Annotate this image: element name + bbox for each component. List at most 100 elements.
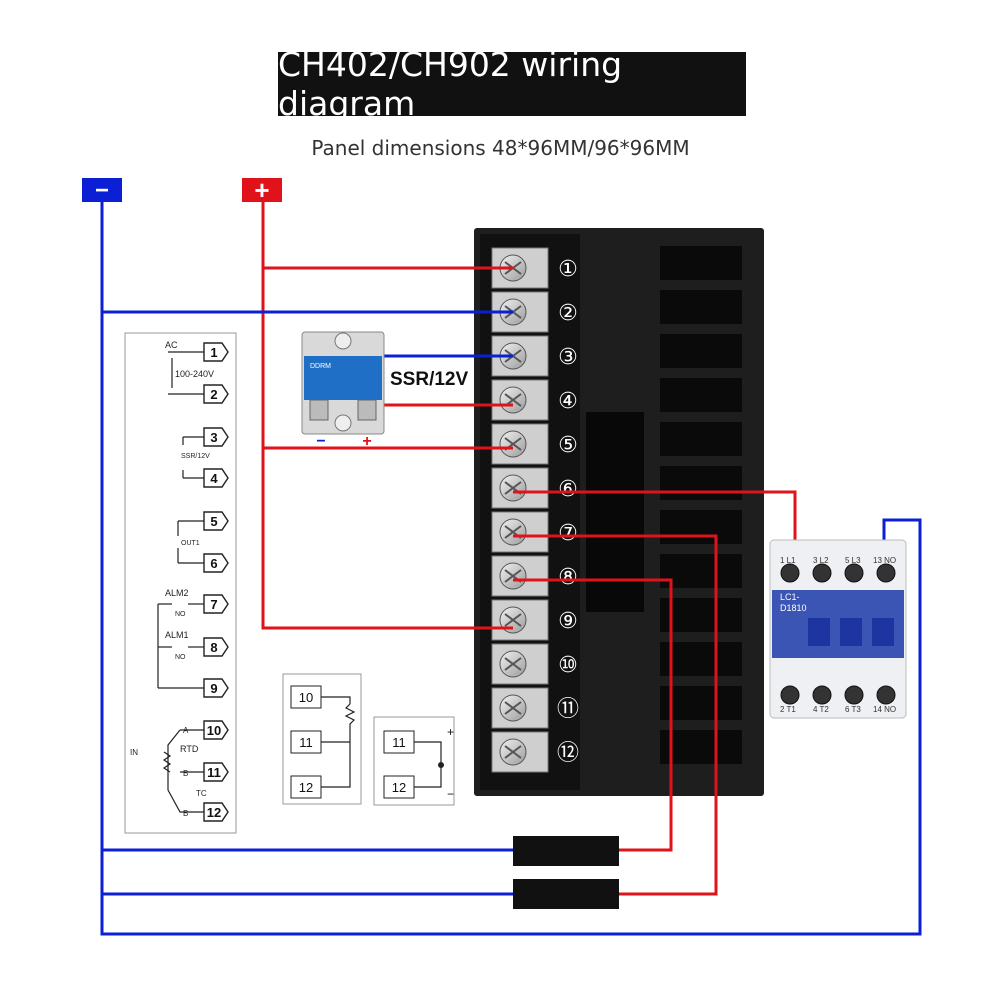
svg-text:−: − — [95, 177, 109, 204]
rear-slot — [660, 422, 742, 456]
svg-text:LC1-: LC1- — [780, 592, 800, 602]
svg-text:3: 3 — [210, 430, 217, 445]
terminal-9: ⑨ — [491, 599, 578, 641]
terminal-number: ② — [558, 301, 578, 326]
svg-text:DDRM: DDRM — [310, 363, 331, 370]
svg-text:11: 11 — [299, 735, 313, 750]
svg-text:1 L1: 1 L1 — [780, 556, 796, 565]
panel-dimensions-subtitle: Panel dimensions 48*96MM/96*96MM — [311, 136, 690, 160]
svg-text:OUT1: OUT1 — [181, 540, 200, 547]
svg-text:RTD: RTD — [180, 744, 199, 754]
svg-text:2 T1: 2 T1 — [780, 705, 796, 714]
svg-text:A: A — [183, 726, 189, 735]
terminal-number: ⑧ — [558, 565, 578, 590]
terminal-block: ① ② ③ ④ ⑤ ⑥ ⑦ ⑧ ⑨ ⑩ ⑪ ⑫ — [491, 247, 579, 773]
terminal-number: ⑪ — [557, 697, 579, 722]
schematic-terminal-5: 5 — [203, 511, 229, 531]
rear-slot — [660, 378, 742, 412]
rear-slot — [660, 686, 742, 720]
ssr-label: SSR/12V — [390, 369, 468, 390]
terminal-number: ⑨ — [558, 609, 578, 634]
terminal-number: ③ — [558, 345, 578, 370]
schematic-terminal-11: 11 — [203, 762, 229, 782]
rtd-wiring-box: 10 11 12 — [282, 673, 362, 805]
svg-text:11: 11 — [207, 765, 221, 780]
svg-text:12: 12 — [207, 805, 221, 820]
ssr-plus-label: + — [362, 433, 371, 450]
svg-text:1: 1 — [210, 345, 217, 360]
svg-text:5 L3: 5 L3 — [845, 556, 861, 565]
svg-text:14 NO: 14 NO — [873, 705, 896, 714]
contactor: LC1- D1810 1 L1 3 L2 5 L3 13 NO 2 T1 4 T… — [769, 539, 907, 719]
svg-text:SSR/12V: SSR/12V — [181, 453, 210, 460]
rear-slot — [660, 246, 742, 280]
svg-text:7: 7 — [210, 597, 217, 612]
terminal-12: ⑫ — [491, 731, 579, 773]
schematic-terminal-9: 9 — [203, 678, 229, 698]
rear-slot — [660, 554, 742, 588]
cable-sleeve — [513, 836, 619, 866]
schematic-terminal-1: 1 — [203, 342, 229, 362]
rear-slot — [660, 334, 742, 368]
negative-supply-tag: − — [82, 177, 122, 204]
svg-text:−: − — [447, 787, 454, 801]
svg-text:5: 5 — [210, 514, 217, 529]
svg-text:100-240V: 100-240V — [175, 369, 214, 379]
terminal-7: ⑦ — [491, 511, 578, 553]
terminal-1: ① — [491, 247, 578, 289]
terminal-11: ⑪ — [491, 687, 579, 729]
svg-text:8: 8 — [210, 640, 217, 655]
svg-text:NO: NO — [175, 611, 186, 618]
terminal-number: ① — [558, 257, 578, 282]
svg-text:AC: AC — [165, 340, 178, 350]
svg-text:ALM1: ALM1 — [165, 630, 189, 640]
schematic-terminal-3: 3 — [203, 427, 229, 447]
svg-text:11: 11 — [392, 735, 406, 750]
terminal-number: ⑥ — [558, 477, 578, 502]
svg-text:13 NO: 13 NO — [873, 556, 896, 565]
svg-text:IN: IN — [130, 748, 138, 757]
svg-text:+: + — [254, 175, 269, 205]
schematic-terminal-2: 2 — [203, 384, 229, 404]
terminal-number: ④ — [558, 389, 578, 414]
ssr-minus-label: − — [316, 433, 325, 450]
solid-state-relay: DDRM − + — [301, 331, 385, 450]
terminal-10: ⑩ — [491, 643, 578, 685]
svg-text:4: 4 — [210, 471, 218, 486]
terminal-8: ⑧ — [491, 555, 578, 597]
svg-text:ALM2: ALM2 — [165, 588, 189, 598]
positive-supply-tag: + — [242, 175, 282, 205]
svg-text:B: B — [183, 769, 188, 778]
diagram-title: CH402/CH902 wiring diagram — [278, 45, 746, 123]
terminal-6: ⑥ — [491, 467, 578, 509]
svg-text:6 T3: 6 T3 — [845, 705, 861, 714]
rear-slot — [660, 642, 742, 676]
terminal-number: ⑤ — [558, 433, 578, 458]
schematic-terminal-7: 7 — [203, 594, 229, 614]
schematic-terminal-8: 8 — [203, 637, 229, 657]
terminal-5: ⑤ — [491, 423, 578, 465]
svg-text:B: B — [183, 809, 188, 818]
rear-slot — [660, 510, 742, 544]
schematic-terminal-6: 6 — [203, 553, 229, 573]
svg-text:10: 10 — [299, 690, 313, 705]
rear-slot — [660, 730, 742, 764]
tc-wiring-box: 11 12 + − — [373, 716, 455, 806]
svg-text:3 L2: 3 L2 — [813, 556, 829, 565]
terminal-number: ⑦ — [558, 521, 578, 546]
terminal-number: ⑫ — [557, 741, 579, 766]
negative-wires — [100, 202, 922, 936]
schematic-terminal-12: 12 — [203, 802, 229, 822]
svg-text:NO: NO — [175, 654, 186, 661]
schematic-terminal-10: 10 — [203, 720, 229, 740]
schematic-terminal-4: 4 — [203, 468, 229, 488]
terminal-number: ⑩ — [558, 653, 578, 678]
rear-slot — [660, 598, 742, 632]
svg-text:6: 6 — [210, 556, 217, 571]
svg-text:TC: TC — [196, 789, 207, 798]
svg-text:2: 2 — [210, 387, 217, 402]
cable-sleeve — [513, 879, 619, 909]
svg-text:9: 9 — [210, 681, 217, 696]
